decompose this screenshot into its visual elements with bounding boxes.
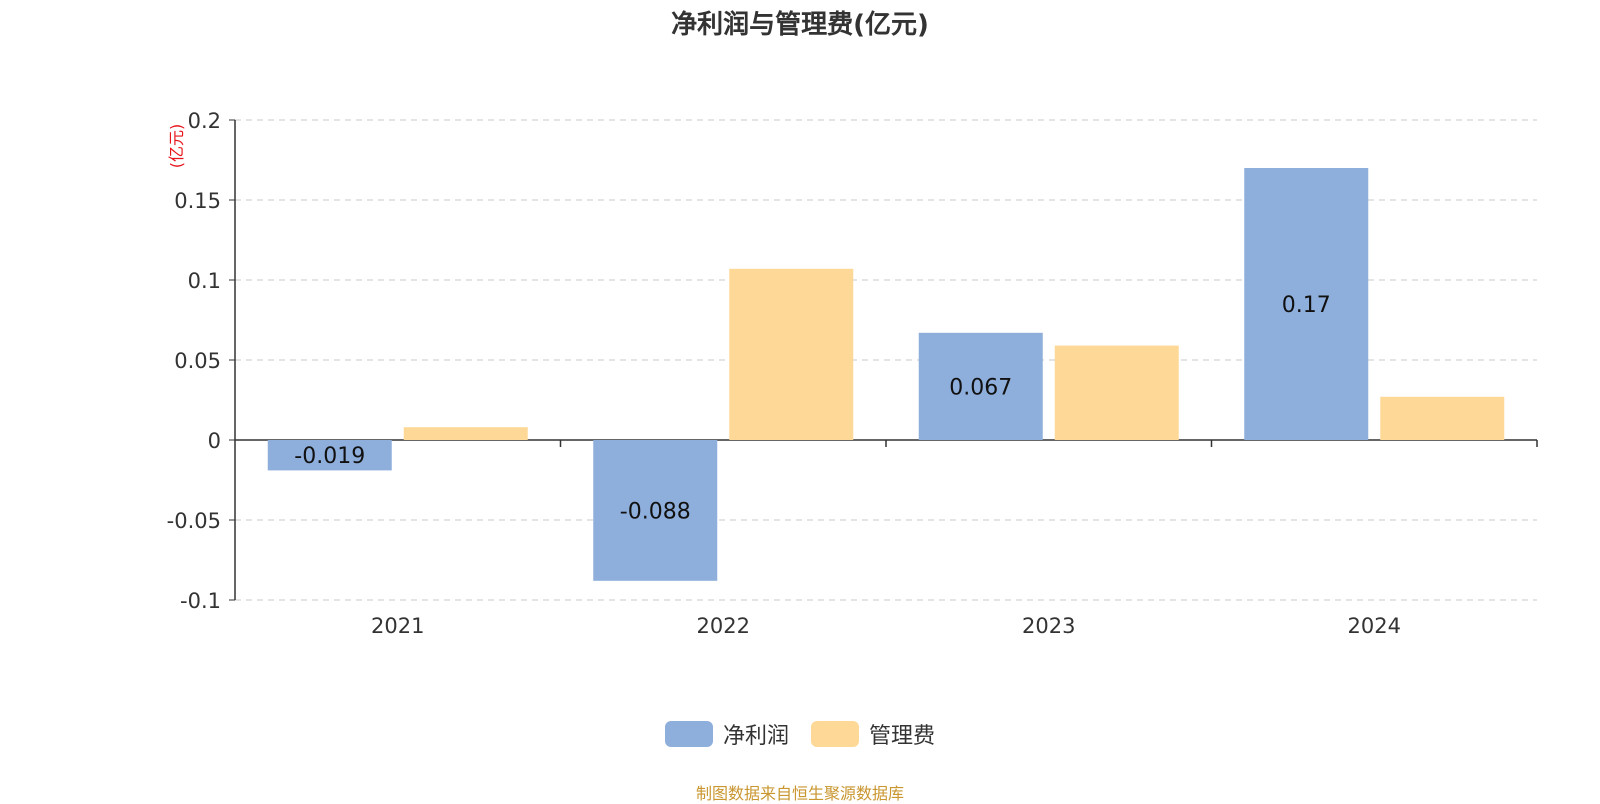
bar-net-profit[interactable]: [267, 440, 392, 471]
y-tick-label: 0: [208, 429, 221, 453]
legend-swatch-management-fee: [811, 721, 859, 747]
data-label: 0.067: [949, 375, 1012, 400]
bar-management-fee[interactable]: [1054, 345, 1179, 440]
legend: 净利润 管理费: [0, 718, 1600, 750]
x-tick-label: 2022: [697, 614, 750, 638]
x-tick-label: 2024: [1348, 614, 1401, 638]
bar-net-profit[interactable]: [593, 440, 718, 581]
y-tick-label: 0.05: [174, 349, 221, 373]
legend-swatch-net-profit: [664, 721, 713, 747]
legend-label-net-profit: 净利润: [722, 724, 789, 749]
data-label: -0.019: [294, 444, 365, 469]
y-tick-label: 0.1: [188, 269, 221, 293]
legend-item-management-fee[interactable]: 管理费: [811, 718, 935, 750]
y-tick-label: -0.05: [167, 509, 221, 533]
bar-net-profit[interactable]: [1244, 168, 1369, 440]
y-tick-label: 0.15: [174, 189, 221, 213]
bar-management-fee[interactable]: [403, 427, 528, 440]
data-label: 0.17: [1282, 293, 1331, 318]
source-note: 制图数据来自恒生聚源数据库: [695, 784, 904, 803]
legend-label-management-fee: 管理费: [869, 724, 936, 749]
x-tick-label: 2021: [371, 614, 424, 638]
bar-management-fee[interactable]: [729, 268, 854, 440]
y-tick-label: -0.1: [180, 589, 221, 613]
y-axis-label: (亿元): [167, 124, 186, 169]
y-tick-label: 0.2: [188, 109, 221, 133]
x-tick-label: 2023: [1022, 614, 1075, 638]
legend-item-net-profit[interactable]: 净利润: [664, 718, 789, 750]
data-label: -0.088: [620, 499, 691, 524]
bar-net-profit[interactable]: [918, 332, 1043, 440]
chart-title: 净利润与管理费(亿元): [671, 10, 929, 40]
bar-management-fee[interactable]: [1380, 396, 1505, 440]
